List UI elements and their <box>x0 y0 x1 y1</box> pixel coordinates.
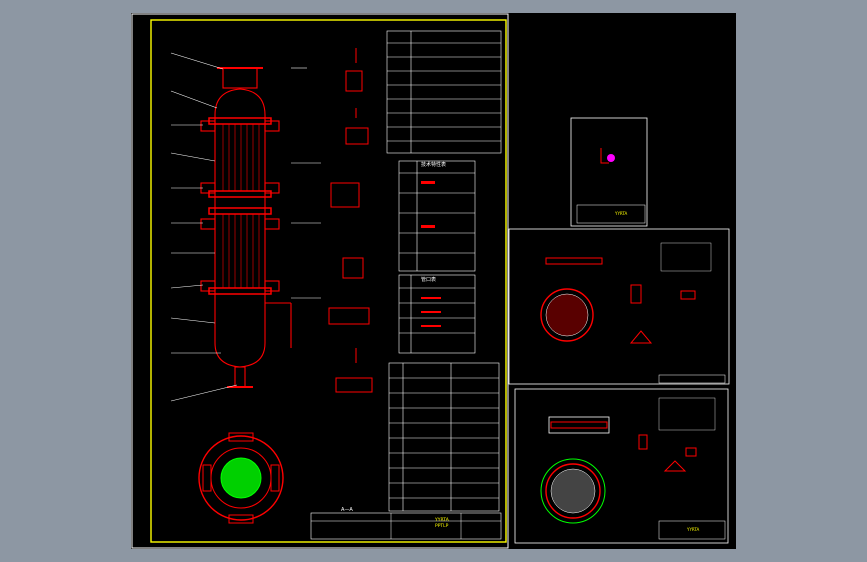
side-nozzles <box>200 120 280 292</box>
technical-table-title: 技术特性表 <box>421 161 446 168</box>
main-sheet-frame <box>150 19 507 543</box>
parts-table-title: 管口表 <box>421 276 436 283</box>
parts-list-table <box>398 274 476 354</box>
red-marks <box>421 181 441 327</box>
main-title-text-1: YYRTA <box>434 517 450 523</box>
sheet4-title-text: YYRTA <box>686 527 700 532</box>
tube-bundle-section <box>222 124 260 288</box>
tube-sheet-fill <box>220 457 262 499</box>
sheet-4: YYRTA <box>514 388 729 544</box>
detail-views <box>328 48 373 393</box>
main-title-text-2: PPTLP <box>435 523 449 529</box>
main-title-block: YYRTA PPTLP <box>310 512 502 540</box>
sheet-3 <box>508 228 730 385</box>
nozzle-table <box>398 160 476 272</box>
technical-data-table <box>386 30 502 154</box>
plan-view: A—A <box>198 432 353 524</box>
leader-lines <box>170 52 321 402</box>
cad-drawing: A—A 技术特性表 管口表 <box>131 13 730 549</box>
main-sheet-border <box>131 13 509 549</box>
sheet2-title-text: YYRTA <box>614 211 628 216</box>
sheet-2: YYRTA <box>570 117 648 227</box>
plan-view-label: A—A <box>341 507 353 513</box>
bill-of-materials <box>388 362 500 512</box>
drawing-sheet: A—A 技术特性表 管口表 <box>131 13 736 549</box>
